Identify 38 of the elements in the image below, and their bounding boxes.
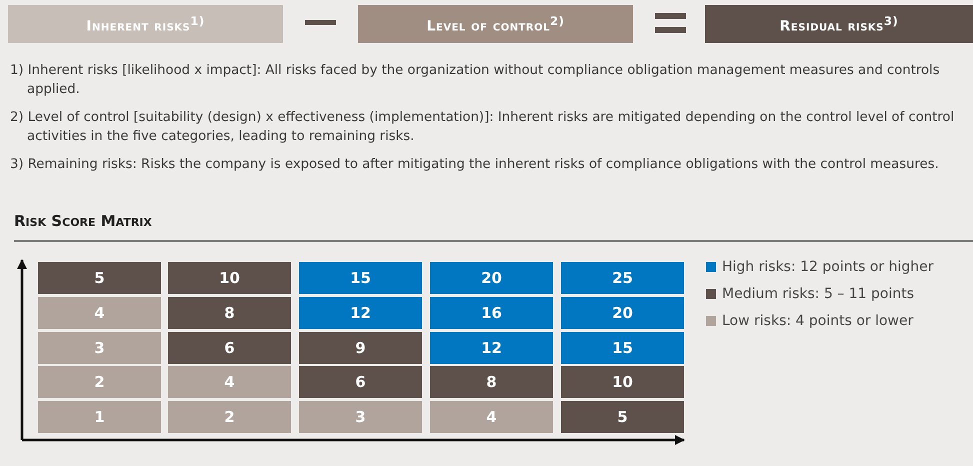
risk-score: 6	[224, 338, 235, 357]
risk-score: 1	[94, 408, 105, 426]
risk-score: 15	[350, 269, 371, 287]
risk-score: 8	[224, 304, 235, 322]
risk-score: 8	[486, 373, 497, 392]
legend-label: Medium risks: 5 – 11 points	[722, 286, 914, 302]
footnote-text: 1) Inherent risks [likelihood x impact]: All risks faced by the organization without compliance obligation management measures and controls applied.	[10, 62, 941, 99]
risk-score: 3	[94, 338, 105, 357]
risk-score: 12	[481, 338, 502, 357]
term-label: Residual risks$^{3)}$	[780, 14, 898, 34]
risk-score: 2	[224, 408, 235, 426]
equation-term-box	[8, 5, 283, 43]
risk-score: 5	[94, 269, 105, 287]
legend-label: High risks: 12 points or higher	[722, 259, 934, 275]
footnote-text: 3) Remaining risks: Risks the company is exposed to after mitigating the inherent risks of compliance obligations with the control measures.	[10, 156, 940, 174]
risk-score: 4	[224, 373, 235, 392]
risk-score: 10	[219, 269, 240, 287]
risk-score: 5	[617, 408, 628, 426]
risk-score: 20	[612, 304, 633, 322]
risk-score: 16	[481, 304, 502, 322]
risk-score: 4	[486, 408, 497, 426]
risk-score: 3	[355, 408, 366, 426]
risk-score: 15	[612, 338, 633, 357]
equation-term-box	[358, 5, 633, 43]
risk-score: 2	[94, 373, 105, 392]
section-heading: Risk Score Matrix	[14, 212, 152, 230]
term-label: Inherent risks$^{1)}$	[86, 14, 205, 34]
risk-score: 9	[355, 338, 366, 357]
risk-score: 12	[350, 304, 371, 322]
footnote-text: 2) Level of control [suitability (design) x effectiveness (implementation)]: Inherent risks are mitigated depending on the control level of control activities in the five categories, leading to remaining risks.	[10, 109, 955, 146]
term-label: Level of control$^{2)}$	[426, 14, 564, 34]
risk-score: 20	[481, 269, 502, 287]
legend-label: Low risks: 4 points or lower	[722, 313, 914, 329]
equation-term-box	[705, 5, 973, 43]
risk-score: 4	[94, 304, 105, 322]
risk-score: 6	[355, 373, 366, 392]
risk-score: 25	[612, 269, 633, 287]
risk-score: 10	[612, 373, 633, 392]
